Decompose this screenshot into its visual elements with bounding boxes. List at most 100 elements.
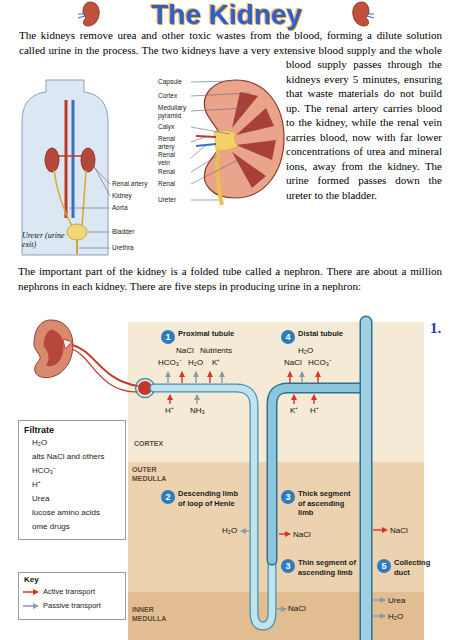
transport-arrow (168, 372, 387, 616)
solute-label: NaCl (284, 358, 302, 367)
kidney-section (196, 80, 284, 205)
part-label: Capsule (158, 78, 188, 86)
nephron-tubule (272, 388, 360, 560)
solute-label: H₂O (188, 358, 203, 367)
transport-arrow (209, 372, 210, 383)
step-heading: Distal tubule (298, 329, 368, 339)
step-callout: 4Distal tubule (281, 330, 295, 344)
nephron-tubule (360, 322, 373, 640)
kidney-icon (63, 339, 73, 349)
body-paragraph: The important part of the kidney is a fo… (18, 264, 442, 293)
step-callout: 2Descending limb of loop of Henle (161, 490, 175, 504)
kidney-section (196, 144, 216, 146)
filtrate-box: FiltrateH₂Oalts NaCl and othersHCO₃⁻H⁺Ur… (18, 420, 126, 540)
list-item: Urea (24, 492, 118, 506)
leader-line (191, 108, 246, 111)
kidney-section (217, 150, 222, 205)
nephron-tubule (361, 322, 371, 640)
part-label: Bladder (112, 228, 134, 236)
transport-arrow (195, 372, 196, 383)
solute-label: H₂O (388, 612, 403, 621)
transport-arrow (317, 372, 318, 383)
body-figure (66, 155, 82, 157)
leader-line (69, 157, 110, 248)
step-heading: Thick segment of ascending limb (298, 489, 358, 518)
region-band: OUTER MEDULLA 2Descending limb of loop of… (128, 462, 424, 592)
transport-arrow (276, 608, 286, 609)
part-label: Calyx (158, 123, 188, 131)
kidney-icon (353, 2, 369, 26)
callout-number: 4 (281, 330, 295, 344)
step-callout: 1Proximal tubule (161, 330, 175, 344)
nephron-tubule (154, 388, 272, 626)
nephron-tubule (154, 388, 272, 626)
leader-line (191, 137, 205, 142)
region-label: CORTEX (134, 440, 194, 449)
legend-sample (23, 602, 39, 610)
part-label: Renal vein (158, 151, 188, 166)
legend-item: Passive transport (23, 601, 101, 611)
handwritten-note: Ureter (urine exit) (22, 231, 66, 249)
kidney-section (196, 136, 216, 137)
transport-arrow (169, 395, 170, 404)
kidney-icon (78, 14, 85, 18)
legend-item: Active transport (23, 587, 95, 597)
transport-arrow (181, 372, 182, 383)
transport-arrow (373, 599, 385, 600)
body-figure (54, 170, 72, 226)
list-item: alts NaCl and others (24, 450, 118, 464)
step-heading: Descending limb of loop of Henle (178, 489, 246, 508)
kidney-section (236, 140, 276, 160)
kidney-icon (83, 2, 99, 26)
solute-label: K⁺ (290, 406, 298, 415)
step-heading: Collecting duct (394, 558, 444, 577)
solute-label: NH₃ (190, 406, 205, 415)
key-heading: Key (24, 575, 120, 585)
leader-line (191, 93, 250, 96)
body-figure (67, 224, 87, 240)
transport-arrow (221, 372, 222, 383)
legend-text: Active transport (43, 587, 95, 597)
body-figure (72, 100, 75, 218)
region-label: OUTER MEDULLA (132, 466, 176, 483)
step-callout: 3Thick segment of ascending limb (281, 490, 295, 504)
solute-label: Nutrients (200, 346, 232, 355)
body-figure (65, 100, 68, 218)
solute-label: H₂O (222, 526, 237, 535)
kidney-icon (367, 14, 374, 18)
kidney-section (236, 108, 274, 135)
callout-number: 5 (377, 559, 391, 573)
transport-arrow (279, 533, 290, 534)
part-label: Renal artery (112, 180, 147, 188)
step-callout: 5Collecting duct (377, 559, 391, 573)
part-label: Kidney (112, 192, 132, 200)
solute-label: H⁺ (310, 406, 319, 415)
body-figure (58, 155, 66, 157)
callout-number: 3 (281, 490, 295, 504)
legend-text: Passive transport (43, 601, 101, 611)
body-figure (45, 148, 59, 172)
leader-line (88, 232, 110, 233)
box-heading: Filtrate (24, 424, 118, 436)
leader-line (69, 208, 110, 209)
body-figure (81, 148, 95, 172)
page-title: The Kidney (151, 0, 302, 30)
transport-arrow (196, 395, 197, 404)
solute-label: K⁺ (212, 358, 220, 367)
solute-label: HCO₃⁻ (158, 358, 182, 367)
legend-sample (23, 605, 34, 607)
transport-arrow (293, 395, 294, 404)
nephron-tubule (154, 322, 366, 640)
region-label: INNER MEDULLA (132, 606, 176, 623)
callout-number: 3 (281, 559, 295, 573)
leader-line (191, 156, 217, 172)
blood-vessel (72, 345, 155, 398)
part-label: Urethra (112, 244, 134, 252)
part-label: Renal (158, 168, 188, 176)
transport-arrow (289, 372, 290, 383)
body-figure (82, 170, 86, 226)
leader-line (191, 81, 232, 82)
part-label: Ureter (158, 196, 188, 204)
solute-label: HCO₃⁻ (308, 358, 332, 367)
